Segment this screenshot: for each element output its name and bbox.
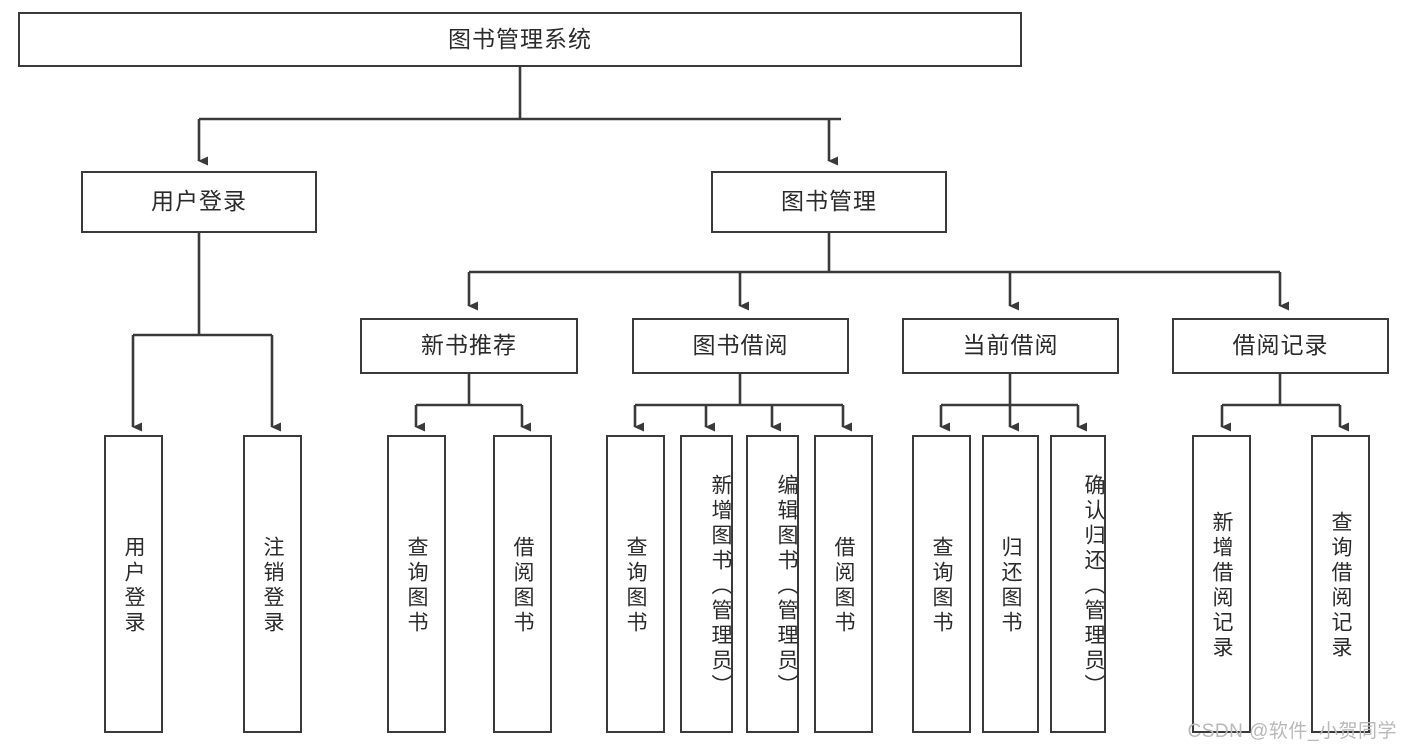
leaf-user-login-login[interactable]: 用户登录 [104, 435, 163, 733]
node-user-login[interactable]: 用户登录 [81, 171, 317, 233]
node-label: 借阅记录 [1232, 332, 1329, 359]
node-label: 注销登录 [261, 536, 284, 636]
leaf-current-borrow-return-book[interactable]: 归还图书 [982, 435, 1039, 733]
node-book-borrow[interactable]: 图书借阅 [632, 318, 849, 374]
node-label: 图书管理系统 [448, 25, 592, 52]
node-label: 图书管理 [781, 188, 877, 215]
node-label: 新书推荐 [421, 332, 517, 359]
node-root-system[interactable]: 图书管理系统 [18, 12, 1022, 67]
leaf-book-borrow-query-book[interactable]: 查询图书 [606, 435, 665, 733]
node-label: 查询图书 [405, 536, 428, 636]
leaf-book-borrow-edit-book-admin[interactable]: 编辑图书（管理员） [746, 435, 799, 733]
node-new-book-recommend[interactable]: 新书推荐 [360, 318, 578, 374]
node-book-management[interactable]: 图书管理 [711, 171, 947, 233]
node-label: 新增图书（管理员） [709, 473, 732, 699]
node-label: 图书借阅 [692, 332, 789, 359]
leaf-current-borrow-confirm-return-admin[interactable]: 确认归还（管理员） [1050, 435, 1106, 733]
node-label: 确认归还（管理员） [1082, 473, 1105, 699]
leaf-current-borrow-query-book[interactable]: 查询图书 [912, 435, 971, 733]
node-label: 查询借阅记录 [1329, 511, 1352, 661]
node-label: 查询图书 [930, 536, 953, 636]
node-label: 新增借阅记录 [1210, 511, 1233, 661]
node-label: 编辑图书（管理员） [775, 473, 798, 699]
leaf-borrow-record-add-record[interactable]: 新增借阅记录 [1192, 435, 1251, 733]
node-borrow-record[interactable]: 借阅记录 [1172, 318, 1389, 374]
node-label: 归还图书 [999, 536, 1022, 636]
node-current-borrow[interactable]: 当前借阅 [902, 318, 1119, 374]
node-label: 查询图书 [624, 536, 647, 636]
node-label: 借阅图书 [832, 536, 855, 636]
leaf-new-book-query-book[interactable]: 查询图书 [387, 435, 446, 733]
leaf-book-borrow-add-book-admin[interactable]: 新增图书（管理员） [680, 435, 733, 733]
leaf-borrow-record-query-record[interactable]: 查询借阅记录 [1311, 435, 1370, 733]
csdn-watermark: CSDN @软件_小贺同学 [1187, 721, 1397, 742]
node-label: 用户登录 [151, 188, 247, 215]
leaf-new-book-borrow-book[interactable]: 借阅图书 [493, 435, 552, 733]
node-label: 借阅图书 [511, 536, 534, 636]
node-label: 用户登录 [122, 536, 145, 636]
leaf-user-login-logout[interactable]: 注销登录 [243, 435, 302, 733]
leaf-book-borrow-borrow-book[interactable]: 借阅图书 [814, 435, 873, 733]
node-label: 当前借阅 [962, 332, 1059, 359]
